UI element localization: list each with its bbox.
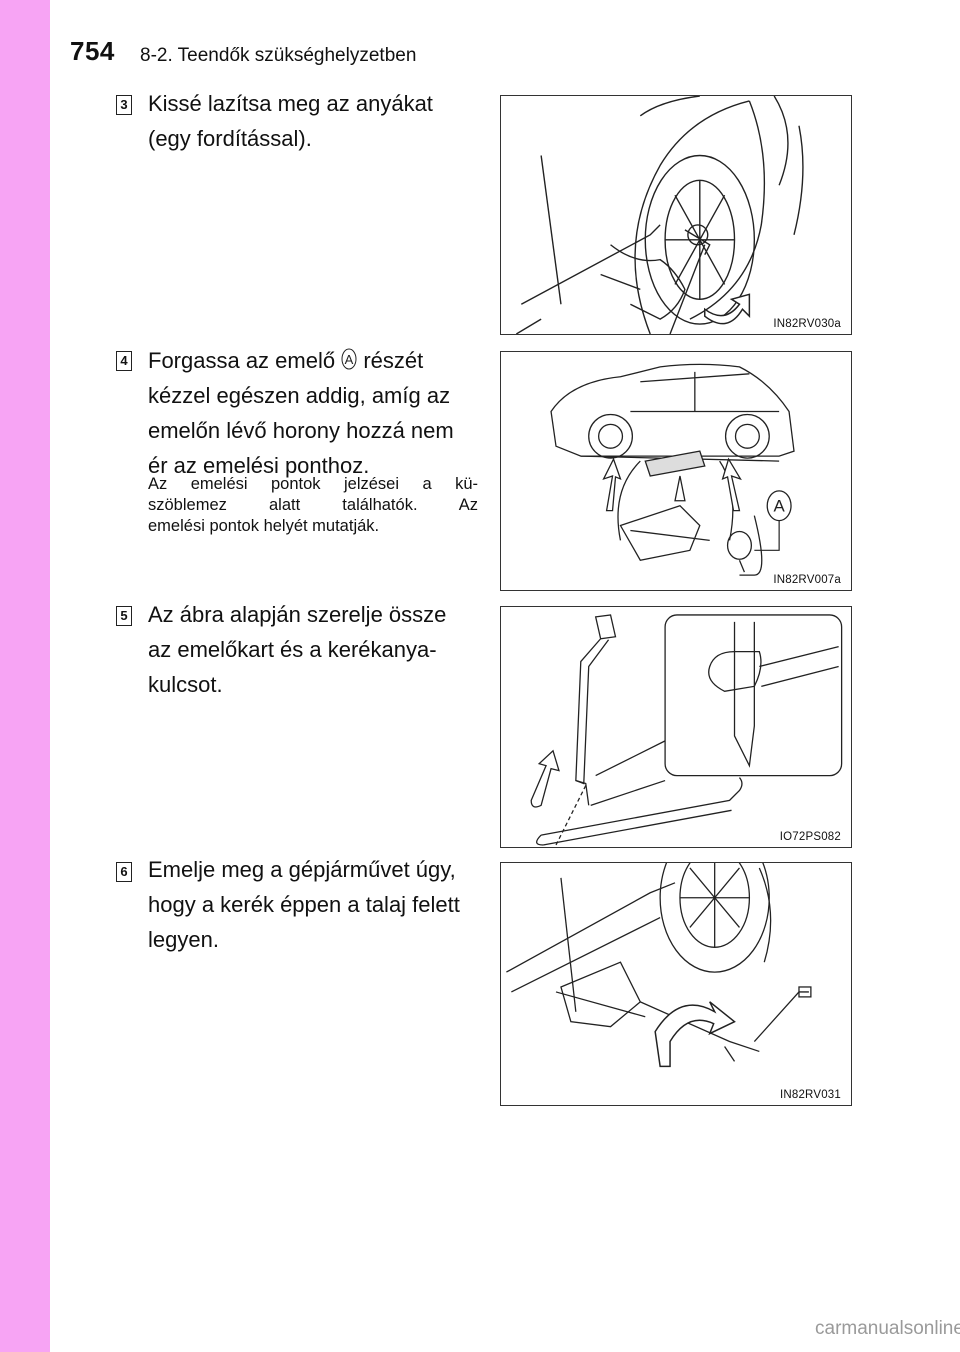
assemble-handle-illustration [530,614,843,846]
step-3-line-1: Kissé lazítsa meg az anyákat [148,91,433,116]
figure-loosen-nuts: IN82RV030a [500,95,852,335]
step-4-note-line-3: emelési pontok helyét mutatják. [148,517,380,535]
step-4-line-2: kézzel egészen addig, amíg az [148,383,451,408]
figure-raise-vehicle: IN82RV031 [500,862,852,1106]
pink-side-band [0,0,50,1352]
page-number: 754 [70,36,115,66]
callout-a-icon: A [754,490,792,551]
figure-code: IN82RV031 [777,1089,843,1101]
step-6-line-1: Emelje meg a gépjárművet úgy, [148,857,456,882]
step-4-line-3: emelőn lévő horony hozzá nem [148,418,454,443]
step-4-note-line-2: szöblemez alatt találhatók. Az [148,496,478,514]
section-title: 8-2. Teendők szükséghelyzetben [140,45,417,66]
step-5-line-2: az emelőkart és a kerékanya- [148,637,437,662]
loosen-nuts-illustration [515,96,804,334]
step-5-text: Az ábra alapján szerelje össze az emelők… [148,597,478,702]
step-3-line-2: (egy fordítással). [148,126,312,151]
step-6-line-2: hogy a kerék éppen a talaj felett [148,892,460,917]
arrow-up-left-icon [602,457,622,512]
step-3-text: Kissé lazítsa meg az anyákat (egy fordít… [148,86,478,156]
step-4-note: Az emelési pontok jelzései a kü- szöblem… [148,474,478,537]
figure-assemble-handle: IO72PS082 [500,606,852,848]
rotate-arrow-icon [704,293,751,325]
step-6-badge: 6 [116,862,132,882]
step-4-line-1: Forgassa az emelő A részét [148,343,478,378]
step-6-line-3: legyen. [148,927,219,952]
step-5-line-1: Az ábra alapján szerelje össze [148,602,447,627]
callout-a-letter: A [345,352,354,367]
figure-callout-a: A [774,497,786,516]
step-6-text: Emelje meg a gépjárművet úgy, hogy a ker… [148,852,478,957]
raise-vehicle-illustration [506,863,812,1068]
figure-code: IN82RV030a [771,318,843,330]
jack-raise-illustration: A [550,363,795,576]
figure-code: IN82RV007a [771,574,843,586]
step-3-badge: 3 [116,95,132,115]
step-4-badge: 4 [116,351,132,371]
step-4-note-line-1: Az emelési pontok jelzései a kü- [148,475,478,493]
callout-a-icon: A [341,345,357,370]
arrow-up-right-icon [721,457,742,512]
step-4-line-1-start: Forgassa az emelő [148,348,336,373]
rotate-arrow-icon [654,1001,736,1068]
figure-jack-raise: A IN82RV007a [500,351,852,591]
watermark: carmanualsonline.info [815,1318,960,1339]
step-5-line-3: kulcsot. [148,672,223,697]
rotate-arrow-icon [530,749,560,808]
step-4-text: Forgassa az emelő A részét kézzel egésze… [148,343,478,483]
step-5-badge: 5 [116,606,132,626]
step-4-line-4: ér az emelési ponthoz. [148,453,370,478]
step-4-line-1-end: részét [363,348,424,373]
figure-code: IO72PS082 [777,831,843,843]
